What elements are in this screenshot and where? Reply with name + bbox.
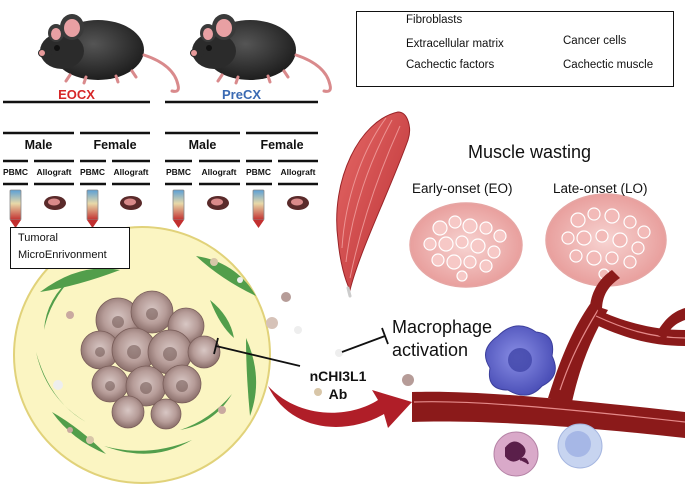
antibody-label-line1: nCHI3L1 xyxy=(309,368,367,384)
legend-cachectic-muscle: Cachectic muscle xyxy=(563,59,654,71)
tube-icon xyxy=(252,189,265,228)
early-onset-section xyxy=(409,202,523,288)
cachectic-factor-dots xyxy=(53,258,243,444)
sex-label-male: Male xyxy=(188,138,217,152)
sample-label-allograft: Allograft xyxy=(280,167,316,177)
sample-label-pbmc: PBMC xyxy=(245,167,272,177)
legend-box xyxy=(356,11,674,87)
early-onset-label: Early-onset (EO) xyxy=(412,181,513,196)
legend-extracellular-matrix: Extracellular matrix xyxy=(406,38,504,50)
muscle-icon xyxy=(336,111,411,298)
mouse-icon xyxy=(190,14,332,93)
macrophage-label-line2: activation xyxy=(392,340,469,360)
tube-icon xyxy=(172,189,185,228)
neutrophil-cell xyxy=(493,431,539,477)
inhibition-icon xyxy=(213,327,389,367)
tumor-label-line1: Tumoral xyxy=(18,232,58,244)
legend-cachectic-factors: Cachectic factors xyxy=(406,59,495,71)
tumor-label-line2: MicroEnrivonment xyxy=(18,249,107,261)
group-label-precx: PreCX xyxy=(221,87,262,102)
sample-label-allograft: Allograft xyxy=(36,167,72,177)
antibody-label-line2: Ab xyxy=(328,386,348,402)
tube-icon xyxy=(9,189,22,228)
sex-label-male: Male xyxy=(24,138,53,152)
sample-label-pbmc: PBMC xyxy=(165,167,192,177)
legend-fibroblasts: Fibroblasts xyxy=(406,14,463,26)
muscle-wasting-title: Muscle wasting xyxy=(468,142,592,162)
sample-label-pbmc: PBMC xyxy=(79,167,106,177)
allograft-icon xyxy=(120,196,142,210)
allograft-icon xyxy=(44,196,66,210)
sample-label-pbmc: PBMC xyxy=(2,167,29,177)
sample-label-allograft: Allograft xyxy=(113,167,149,177)
header-rules xyxy=(3,100,318,186)
macrophage-label-line1: Macrophage xyxy=(392,317,493,337)
vessel-icon xyxy=(412,270,685,438)
secreted-factor-dots xyxy=(266,292,414,396)
late-onset-section xyxy=(545,193,667,287)
allograft-icon xyxy=(207,196,229,210)
mouse-icon xyxy=(38,14,180,93)
allograft-icon xyxy=(287,196,309,210)
sample-label-allograft: Allograft xyxy=(201,167,237,177)
lymphocyte-cell xyxy=(557,423,603,469)
tumor-microenvironment-label: Tumoral MicroEnrivonment xyxy=(10,227,130,269)
group-label-eocx: EOCX xyxy=(58,87,95,102)
macrophage-cell xyxy=(485,325,556,396)
legend-cancer-cells: Cancer cells xyxy=(563,35,627,47)
sex-label-female: Female xyxy=(93,138,137,152)
sex-label-female: Female xyxy=(260,138,304,152)
tube-icon xyxy=(86,189,99,228)
late-onset-label: Late-onset (LO) xyxy=(553,181,648,196)
tumor-microenvironment xyxy=(13,226,271,484)
arrow-icon xyxy=(268,386,412,428)
